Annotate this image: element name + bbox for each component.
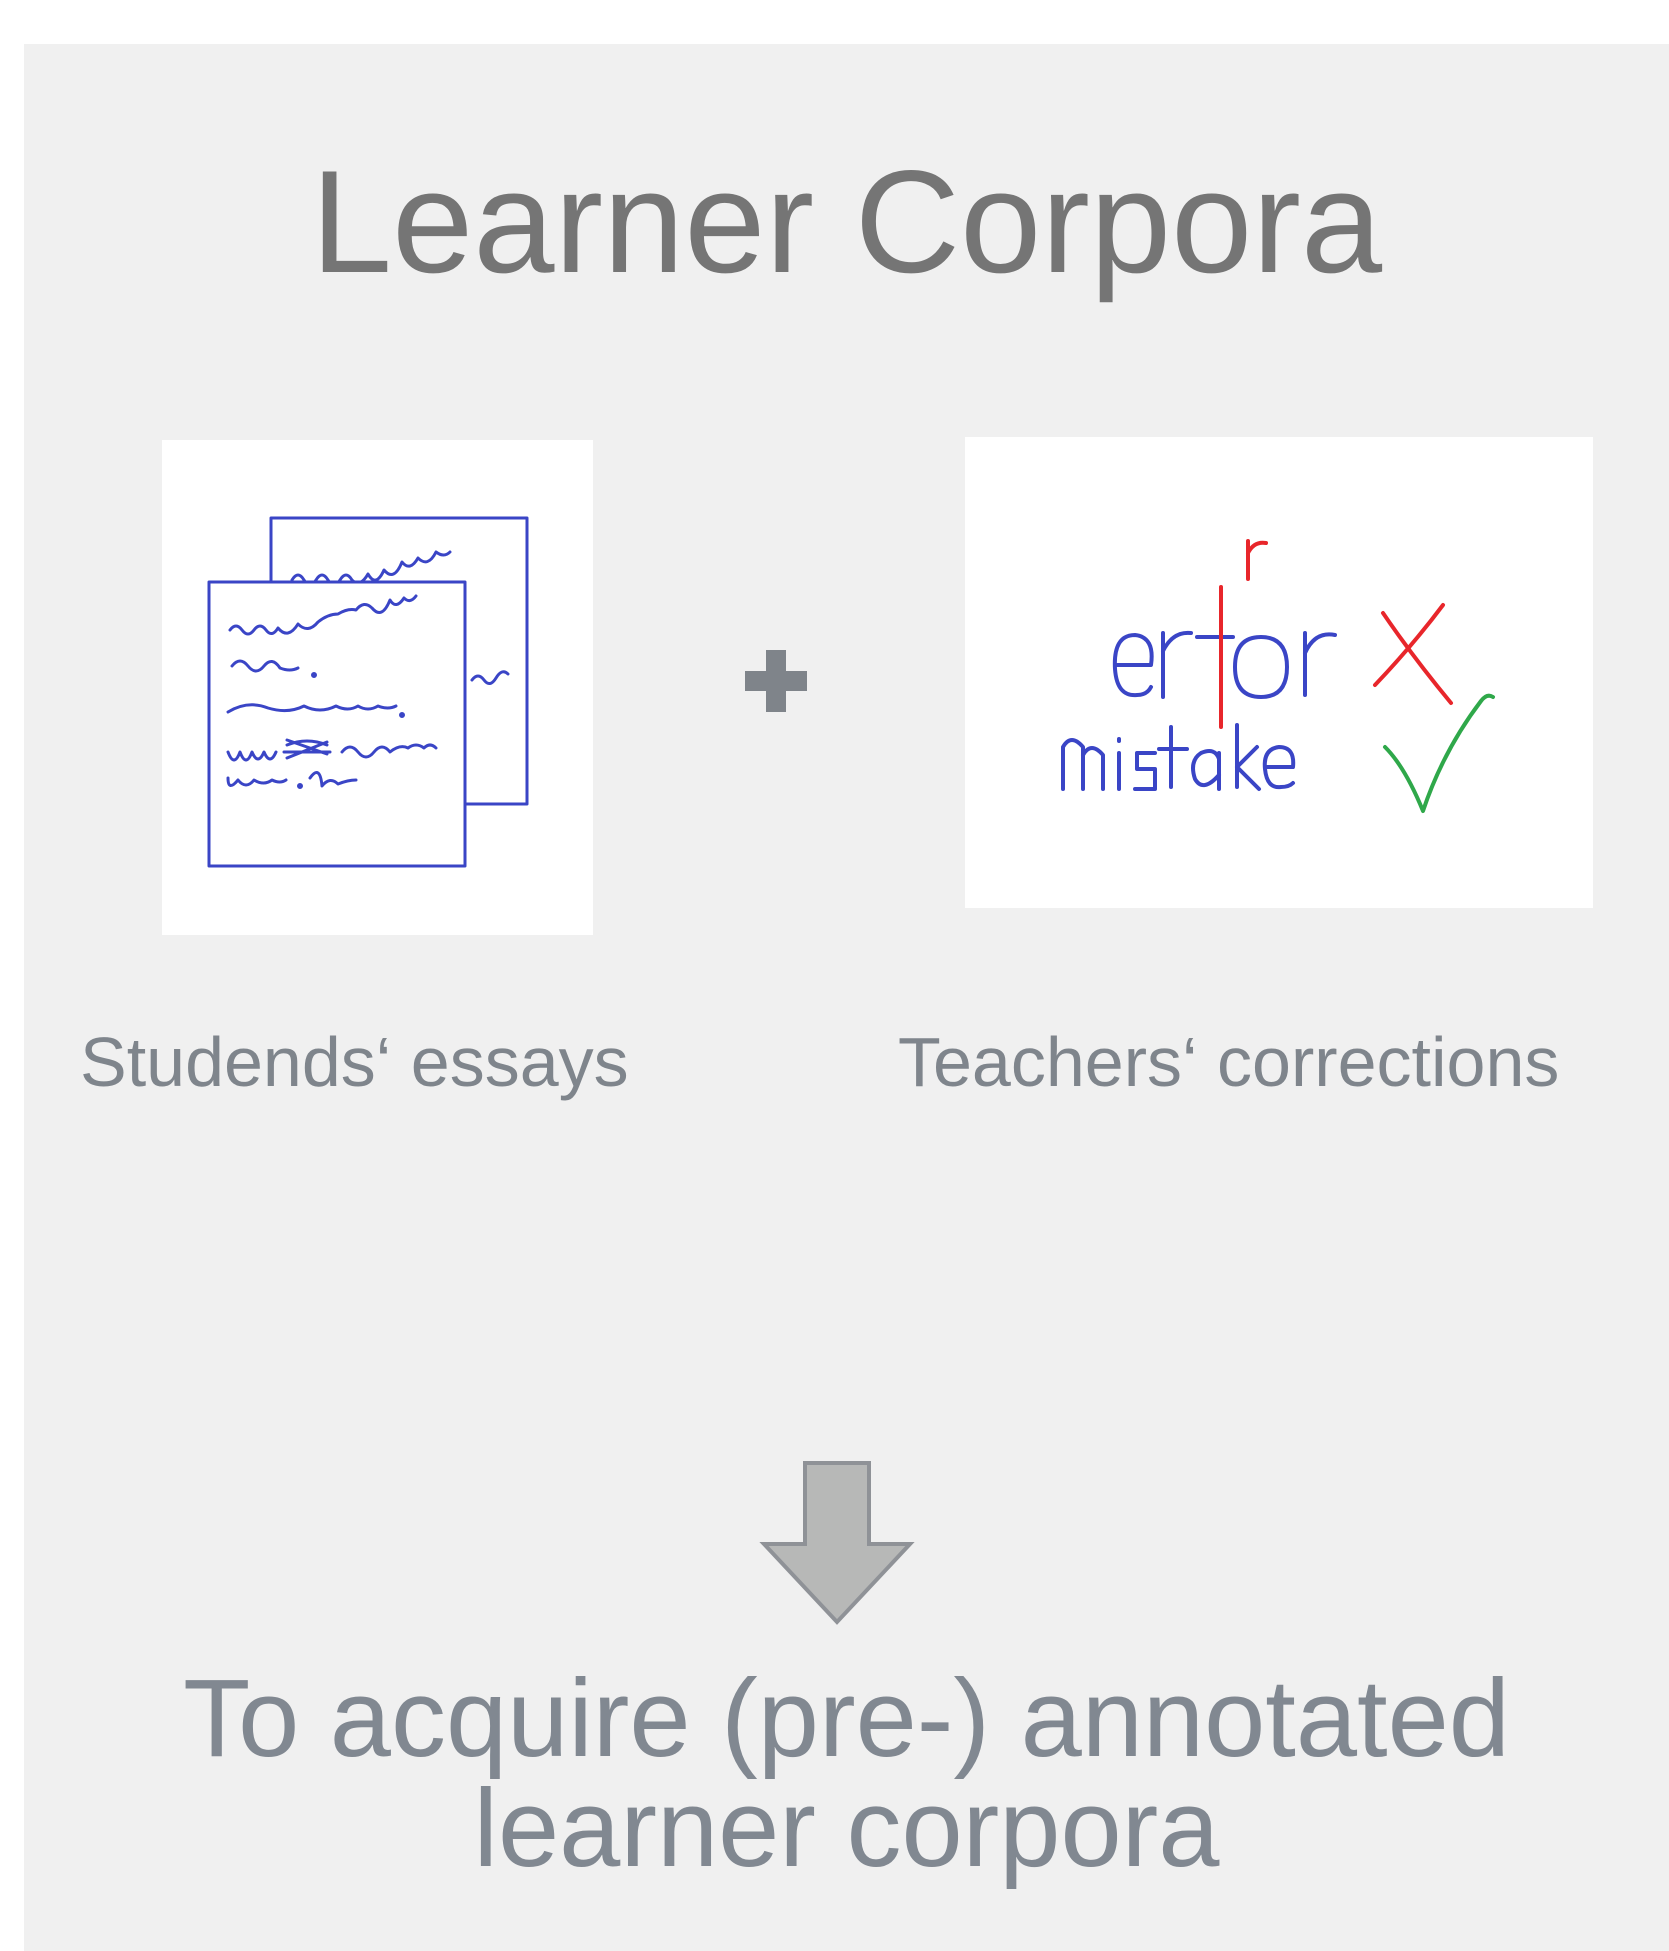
result-text: To acquire (pre-) annotated learner corp…: [24, 1664, 1669, 1884]
down-arrow-icon: [759, 1461, 915, 1625]
essays-caption: Studends‘ essays: [80, 1023, 629, 1101]
corrections-caption: Teachers‘ corrections: [898, 1023, 1560, 1101]
essays-card: [162, 440, 593, 935]
slide-panel: Learner Corpora: [24, 44, 1669, 1951]
result-line-2: learner corpora: [473, 1767, 1220, 1890]
essay-pages-icon: [207, 516, 529, 868]
result-line-1: To acquire (pre-) annotated: [183, 1657, 1510, 1780]
corrections-card: [965, 437, 1593, 908]
correction-sketch-icon: [1061, 539, 1495, 813]
plus-icon: [745, 650, 807, 712]
slide-title: Learner Corpora: [310, 140, 1383, 303]
